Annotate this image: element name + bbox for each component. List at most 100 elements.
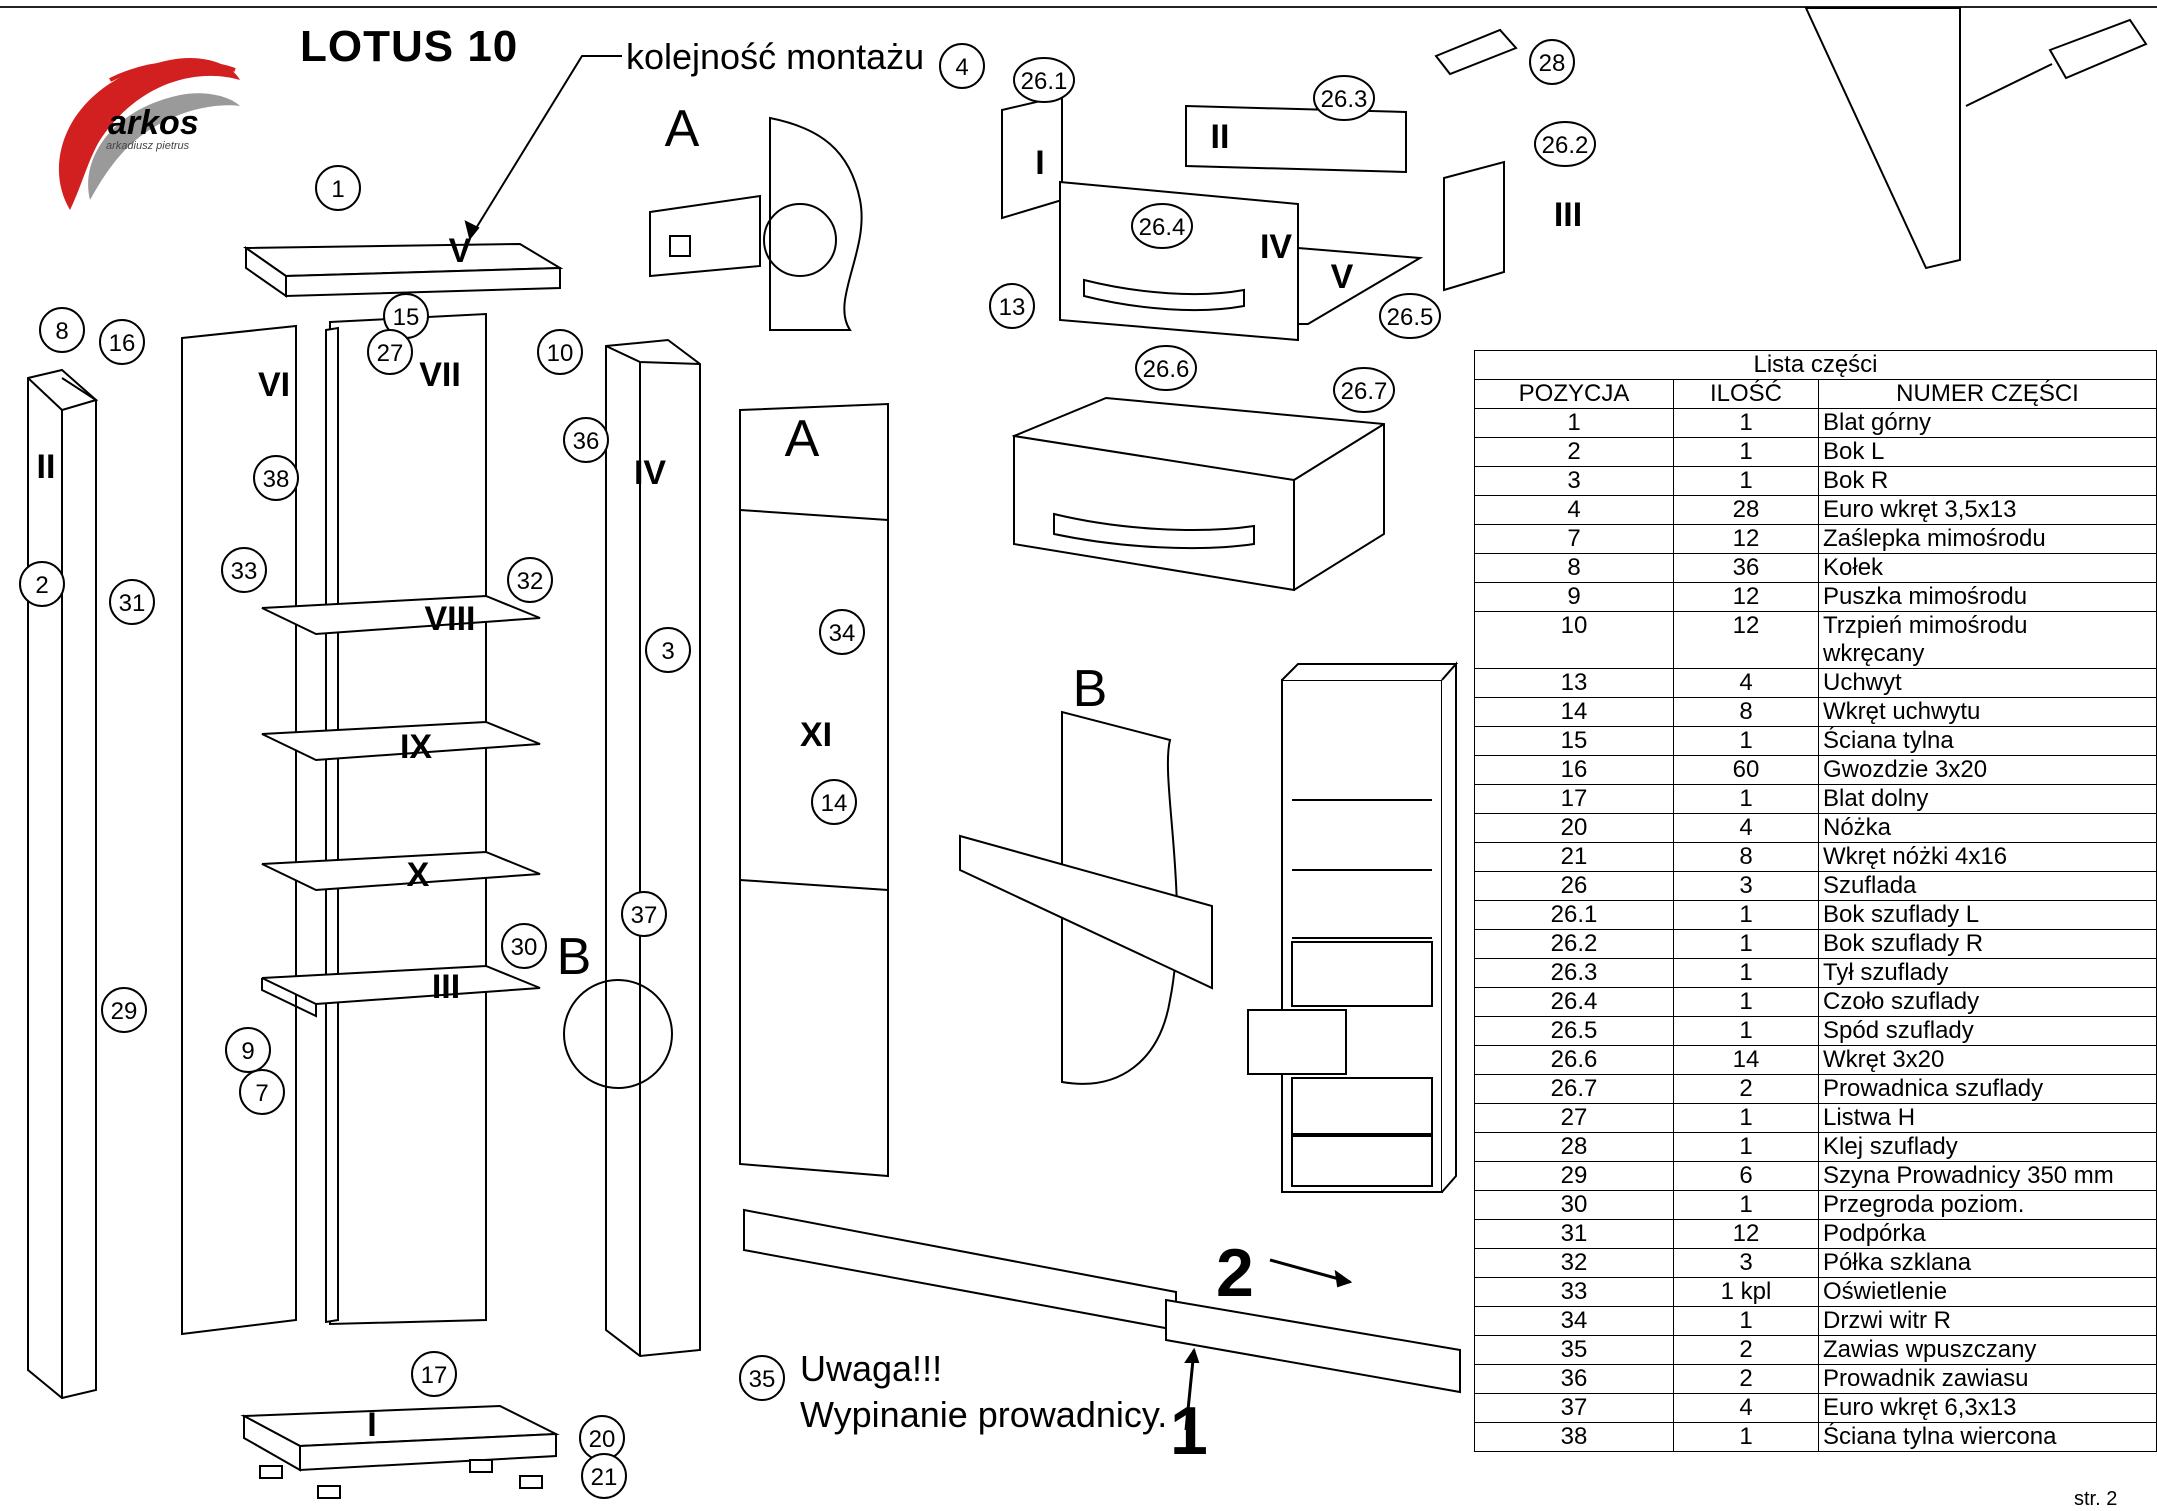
callout-bubble: 20	[579, 1415, 625, 1461]
callout-label: 15	[393, 304, 420, 331]
callout-bubble: 38	[253, 455, 299, 501]
detail-b-circle	[563, 979, 673, 1089]
cell-position: 26	[1474, 871, 1674, 901]
assembly-order-label: kolejność montażu	[626, 36, 925, 77]
top-border-line	[0, 6, 2157, 8]
logo-subtitle: arkadiusz pietrus	[106, 140, 190, 152]
cell-quantity: 14	[1673, 1045, 1819, 1075]
cell-part-name: Prowadnik zawiasu	[1818, 1364, 2157, 1394]
cell-quantity: 1	[1673, 987, 1819, 1017]
panel-numeral: VII	[419, 356, 461, 394]
cell-part-name: Ściana tylna	[1818, 726, 2157, 756]
right-side-panel	[605, 338, 701, 1358]
cell-position: 34	[1474, 1306, 1674, 1336]
cell-part-name: Kołek	[1818, 553, 2157, 583]
bottom-panel	[240, 1404, 560, 1499]
part-name-line-2: wkręcany	[1823, 640, 1925, 667]
cell-position: 26.7	[1474, 1074, 1674, 1104]
callout-bubble: 30	[501, 923, 547, 969]
header-part-name: NUMER CZĘŚCI	[1818, 379, 2157, 409]
cell-part-name: Nóżka	[1818, 813, 2157, 843]
callout-label: 26.1	[1021, 68, 1068, 95]
cell-part-name: Przegroda poziom.	[1818, 1190, 2157, 1220]
cell-position: 8	[1474, 553, 1674, 583]
screwdriver-detail	[1804, 7, 2148, 270]
cell-position: 7	[1474, 524, 1674, 554]
callout-label: 31	[119, 590, 146, 617]
panel-numeral: II	[1211, 118, 1230, 156]
cell-part-name: Zawias wpuszczany	[1818, 1335, 2157, 1365]
panel-numeral: IX	[400, 728, 432, 766]
cell-position: 30	[1474, 1190, 1674, 1220]
cell-part-name: Ściana tylna wiercona	[1818, 1422, 2157, 1452]
cell-position: 27	[1474, 1103, 1674, 1133]
cell-part-name: Puszka mimośrodu	[1818, 582, 2157, 612]
panel-numeral: XI	[800, 716, 832, 754]
cell-position: 33	[1474, 1277, 1674, 1307]
cell-part-name: Spód szuflady	[1818, 1016, 2157, 1046]
cell-part-name: Półka szklana	[1818, 1248, 2157, 1278]
callout-label: 3	[661, 638, 674, 665]
cell-part-name: Szyna Prowadnicy 350 mm	[1818, 1161, 2157, 1191]
callout-label: 26.3	[1321, 86, 1368, 113]
cell-part-name: Bok szuflady R	[1818, 929, 2157, 959]
door-panel	[739, 402, 889, 1178]
hinge-detail-a	[649, 116, 863, 331]
callout-bubble: 36	[563, 417, 609, 463]
callout-bubble: 14	[811, 779, 857, 825]
callout-label: 26.7	[1341, 378, 1388, 405]
callout-bubble: 31	[109, 579, 155, 625]
cell-quantity: 8	[1673, 697, 1819, 727]
callout-label: 37	[631, 902, 658, 929]
cell-part-name: Bok szuflady L	[1818, 900, 2157, 930]
callout-label: 38	[263, 466, 290, 493]
cell-quantity: 2	[1673, 1074, 1819, 1104]
cell-quantity: 12	[1673, 1219, 1819, 1249]
callout-bubble: 27	[367, 329, 413, 375]
callout-bubble: 15	[383, 293, 429, 339]
back-panels	[181, 312, 487, 1336]
callout-label: 33	[231, 558, 258, 585]
callout-bubble: 26.4	[1131, 203, 1193, 249]
cell-quantity: 1	[1673, 1190, 1819, 1220]
parts-list-table: Lista części POZYCJA ILOŚĆ NUMER CZĘŚCI …	[1474, 350, 2157, 1452]
callout-bubble: 29	[101, 987, 147, 1033]
cell-part-name: Zaślepka mimośrodu	[1818, 524, 2157, 554]
callout-label: 20	[589, 1426, 616, 1453]
callout-label: 34	[829, 620, 856, 647]
panel-numeral: IV	[1260, 228, 1292, 266]
cell-quantity: 3	[1673, 871, 1819, 901]
cell-quantity: 1	[1673, 408, 1819, 438]
page-number: str. 2	[2074, 1488, 2118, 1510]
callout-bubble: 26.5	[1379, 293, 1441, 339]
callout-bubble: 1	[315, 165, 361, 211]
cell-position: 17	[1474, 784, 1674, 814]
cell-position: 14	[1474, 697, 1674, 727]
callout-bubble: 32	[507, 557, 553, 603]
callout-bubble: 3	[645, 627, 691, 673]
detail-label: B	[557, 928, 592, 986]
logo-wordmark: arkos	[108, 104, 199, 142]
panel-numeral: III	[432, 968, 460, 1006]
cell-quantity: 3	[1673, 1248, 1819, 1278]
cell-part-name: Wkręt nóżki 4x16	[1818, 842, 2157, 872]
cell-position: 3	[1474, 466, 1674, 496]
cell-quantity: 4	[1673, 813, 1819, 843]
callout-bubble: 8	[39, 307, 85, 353]
cell-quantity: 36	[1673, 553, 1819, 583]
callout-label: 26.6	[1143, 356, 1190, 383]
